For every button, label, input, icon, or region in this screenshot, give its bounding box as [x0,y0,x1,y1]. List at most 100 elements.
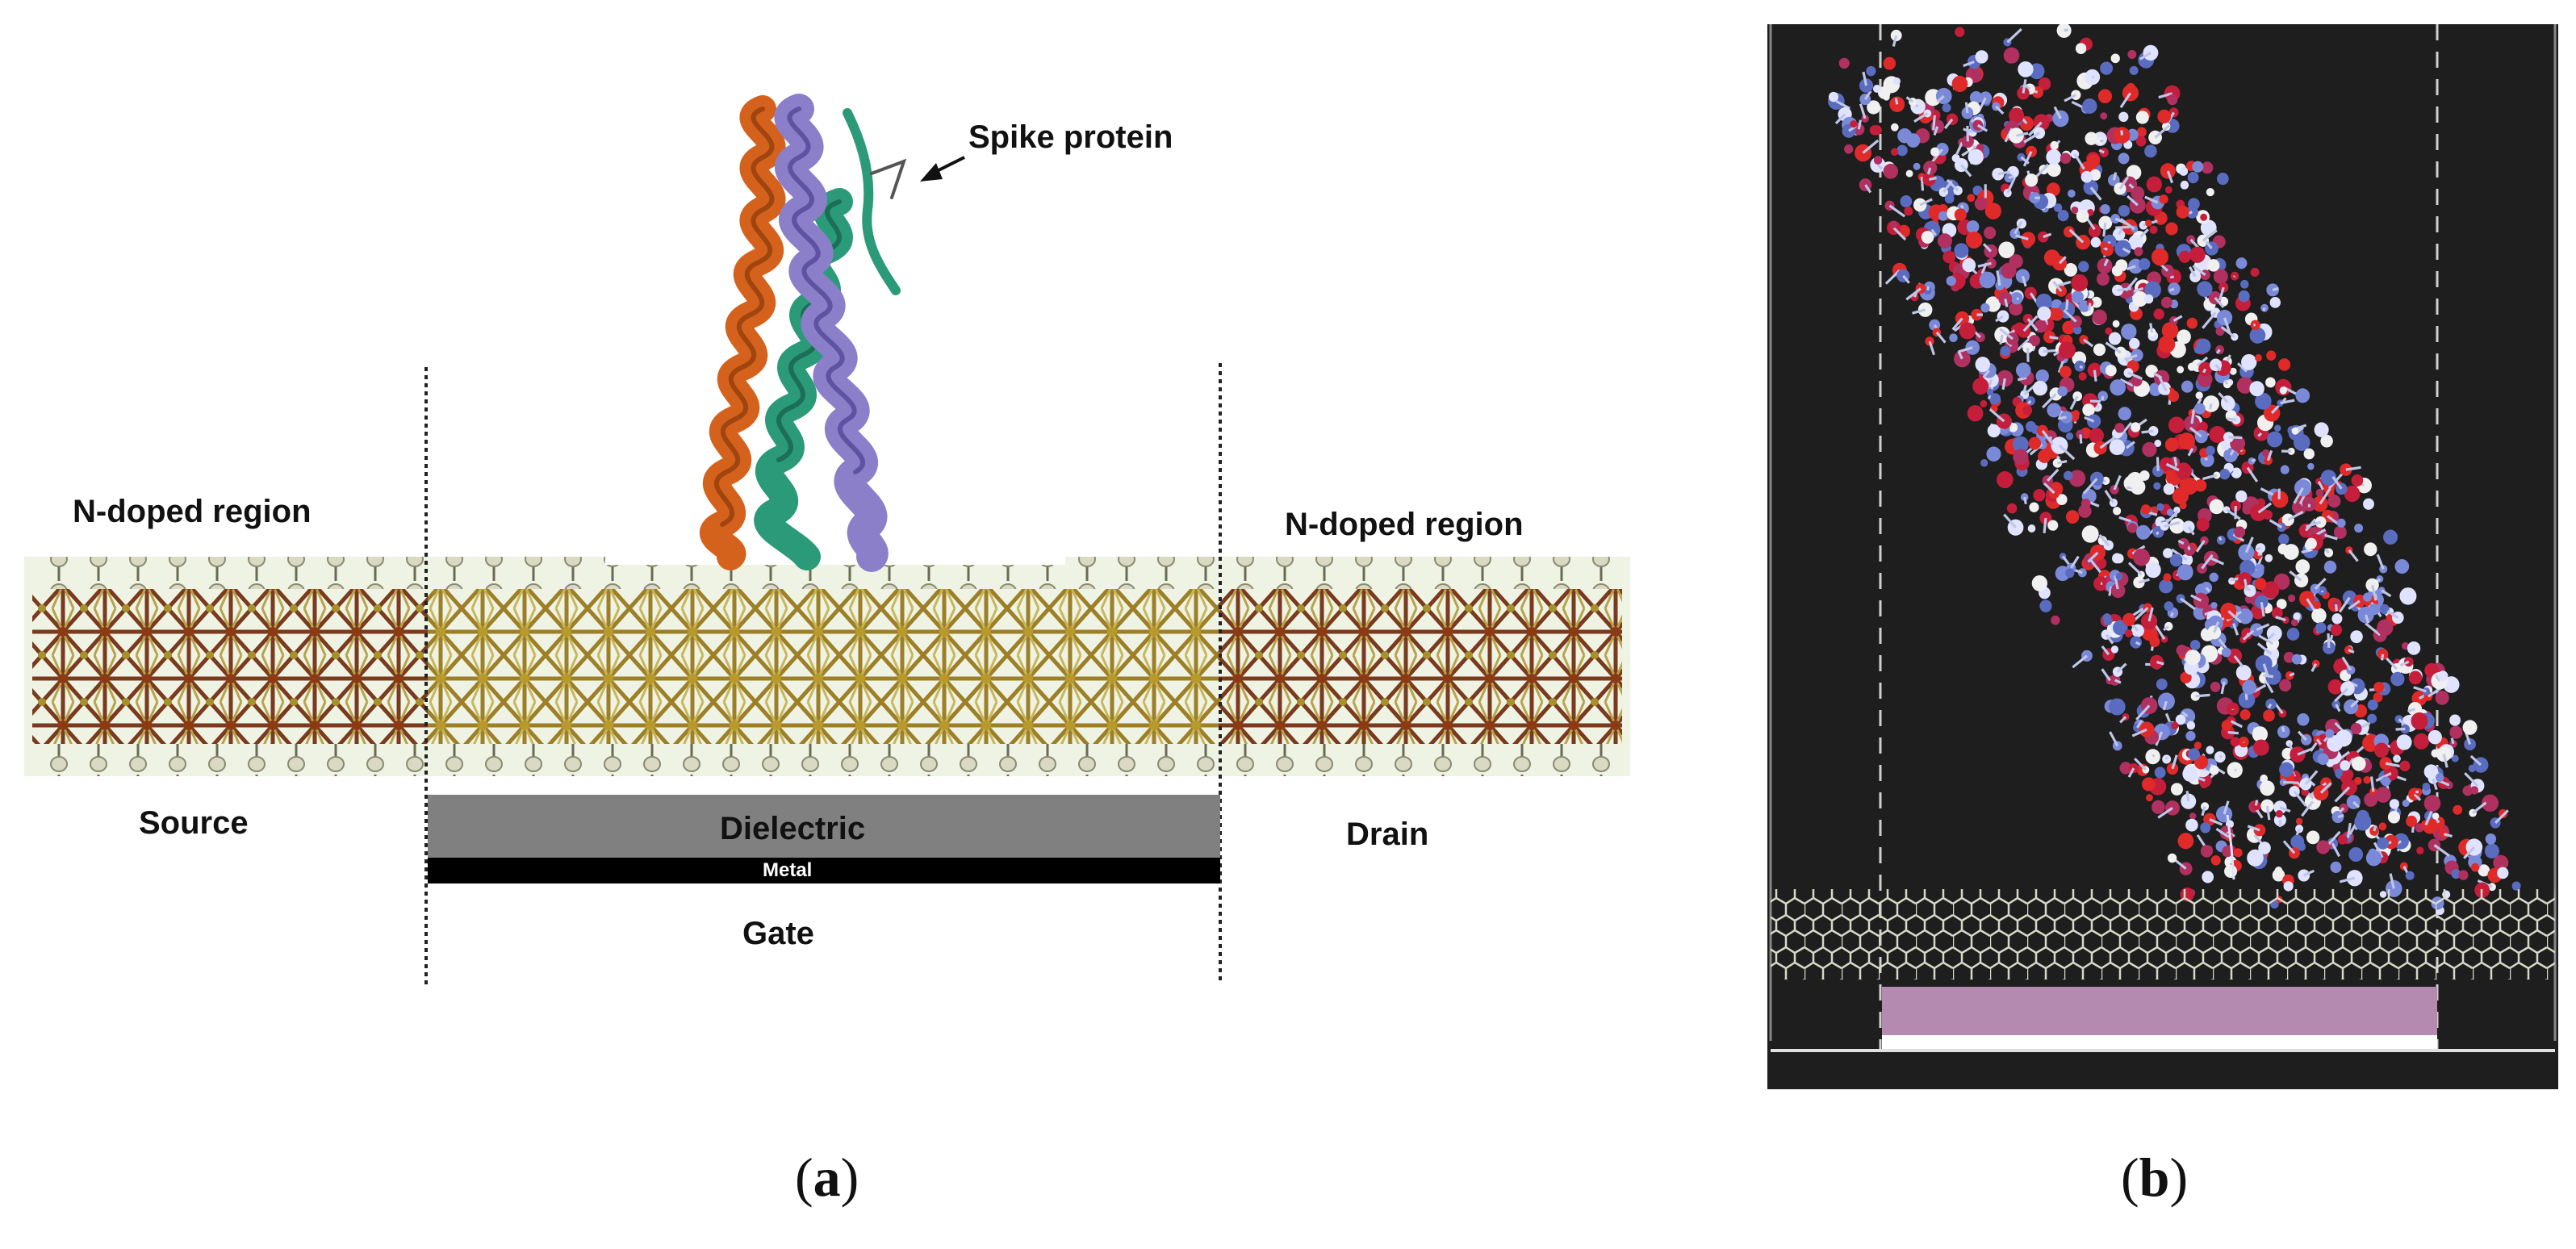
bond [2265,805,2271,821]
bond [1951,317,1963,331]
bond [2053,106,2062,119]
bond [2041,429,2055,445]
atom [2202,395,2219,412]
atom [2092,309,2107,325]
bond [1928,340,1936,356]
atom [2071,290,2084,303]
bond [2260,602,2265,617]
atom [2279,679,2292,692]
atom [2234,526,2246,538]
atom [2207,625,2222,640]
bond [2424,810,2433,826]
atom [2389,799,2399,809]
bond [2334,786,2351,803]
bond [2073,153,2085,170]
bond [2352,800,2361,808]
bond [2162,700,2168,711]
atom [2108,332,2122,345]
bond [2205,587,2211,593]
atom [2351,756,2366,771]
atom [2163,548,2173,558]
bond [2055,280,2072,287]
atom [2078,261,2089,273]
bond [2260,487,2275,497]
atom [2102,613,2112,622]
atom [2114,423,2125,433]
bond [2275,616,2286,622]
bond [2257,502,2273,514]
bond [2396,758,2399,761]
atom [2154,767,2166,779]
atom [2469,786,2479,795]
bond [2251,458,2256,462]
atom [2068,470,2086,487]
atom [2128,235,2143,250]
atom [2432,812,2440,820]
atom [2196,518,2210,532]
atom [1975,50,1988,64]
atom [2100,203,2110,215]
atom [1969,90,1983,104]
atom [1962,258,1976,273]
atom [1859,78,1874,93]
bond [2365,622,2382,637]
bond [2101,668,2111,682]
atom [2353,776,2362,785]
bond [2389,873,2395,889]
atom [2110,645,2119,654]
atom [2151,800,2165,814]
bond [2314,577,2327,590]
atom [2193,403,2206,415]
atom [2242,679,2256,695]
atom [1873,156,1883,165]
atom [2315,516,2327,528]
bond [2201,553,2214,570]
atom [2235,664,2252,681]
atom [2134,247,2143,257]
atom [2043,330,2056,344]
atom [1995,281,2005,290]
atom [2278,358,2291,371]
atom [2146,176,2162,193]
atom [2241,353,2257,370]
atom [2167,94,2178,106]
atom [2223,448,2238,463]
bond [2282,840,2296,854]
atom [2086,154,2101,169]
atom [1944,194,1955,204]
atom [2118,407,2131,421]
atom [2149,225,2158,234]
bond [2127,562,2143,576]
atom [2313,601,2321,609]
bond [2214,296,2225,308]
bond [2181,711,2189,718]
bond [2164,511,2179,526]
bond [1936,94,1945,103]
bond [2119,92,2132,109]
bond [2112,172,2118,181]
bond [2014,220,2023,235]
atom [2033,127,2046,140]
atom [2449,725,2463,739]
atom [2373,742,2389,758]
bond [1976,123,1988,132]
bond [1926,286,1930,291]
spike-protein-arrow [920,156,965,182]
atom [2440,830,2448,838]
atom [1883,56,1896,70]
atom [2263,510,2273,520]
bond [2322,533,2338,541]
atom [1913,198,1927,212]
bond [2135,704,2151,721]
bond [2043,517,2047,533]
atom [1883,163,1899,179]
bond [2280,399,2295,405]
atom [2286,627,2300,641]
bond [2015,234,2029,240]
atom [2031,575,2048,591]
atom [2453,804,2463,815]
atom [2497,867,2509,879]
bond [2327,633,2331,649]
atom [2176,205,2189,219]
atom [1930,147,1940,157]
